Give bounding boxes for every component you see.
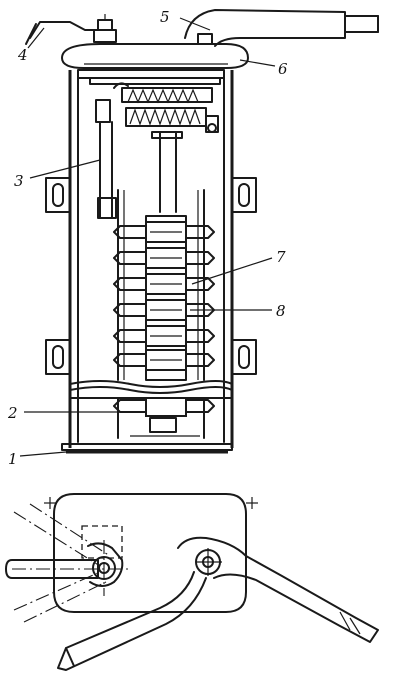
contact-disc-6 <box>113 349 215 371</box>
callout-5: 5 <box>160 8 170 26</box>
spring-mechanism <box>95 82 219 133</box>
left-handle-solid <box>5 542 124 587</box>
bottom-contact-2 <box>113 397 215 439</box>
contact-disc-5 <box>113 325 215 347</box>
corner-mark-right <box>246 497 258 509</box>
mounting-ear-upper-right <box>231 177 257 213</box>
corner-mark-left <box>44 497 56 509</box>
mounting-ear-lower-right <box>231 339 257 375</box>
callout-7: 7 <box>276 248 286 266</box>
top-cover-6 <box>61 43 249 69</box>
right-cable-handle <box>57 536 379 671</box>
callout-4: 4 <box>17 46 28 64</box>
leader-lines-upper <box>19 17 276 457</box>
contact-stack <box>113 189 215 381</box>
casing-body <box>45 69 257 454</box>
left-handle-phantom <box>12 503 130 623</box>
handle-lever-4 <box>25 14 117 45</box>
callout-3: 3 <box>14 172 24 190</box>
mounting-ear-upper-left <box>45 177 71 213</box>
contact-disc-3 <box>113 273 215 295</box>
drive-shaft-3 <box>97 121 183 219</box>
plan-view <box>5 493 379 671</box>
callout-labels: 4 5 6 3 7 8 2 1 <box>7 8 288 468</box>
callout-8: 8 <box>276 302 286 320</box>
callout-6: 6 <box>278 60 288 78</box>
contact-disc-1 <box>113 221 215 243</box>
callout-2: 2 <box>7 404 18 422</box>
cable-5 <box>184 9 379 47</box>
mounting-ear-lower-left <box>45 339 71 375</box>
contact-disc-2 <box>113 247 215 269</box>
callout-1: 1 <box>8 450 18 468</box>
cable-hatch <box>339 611 361 635</box>
